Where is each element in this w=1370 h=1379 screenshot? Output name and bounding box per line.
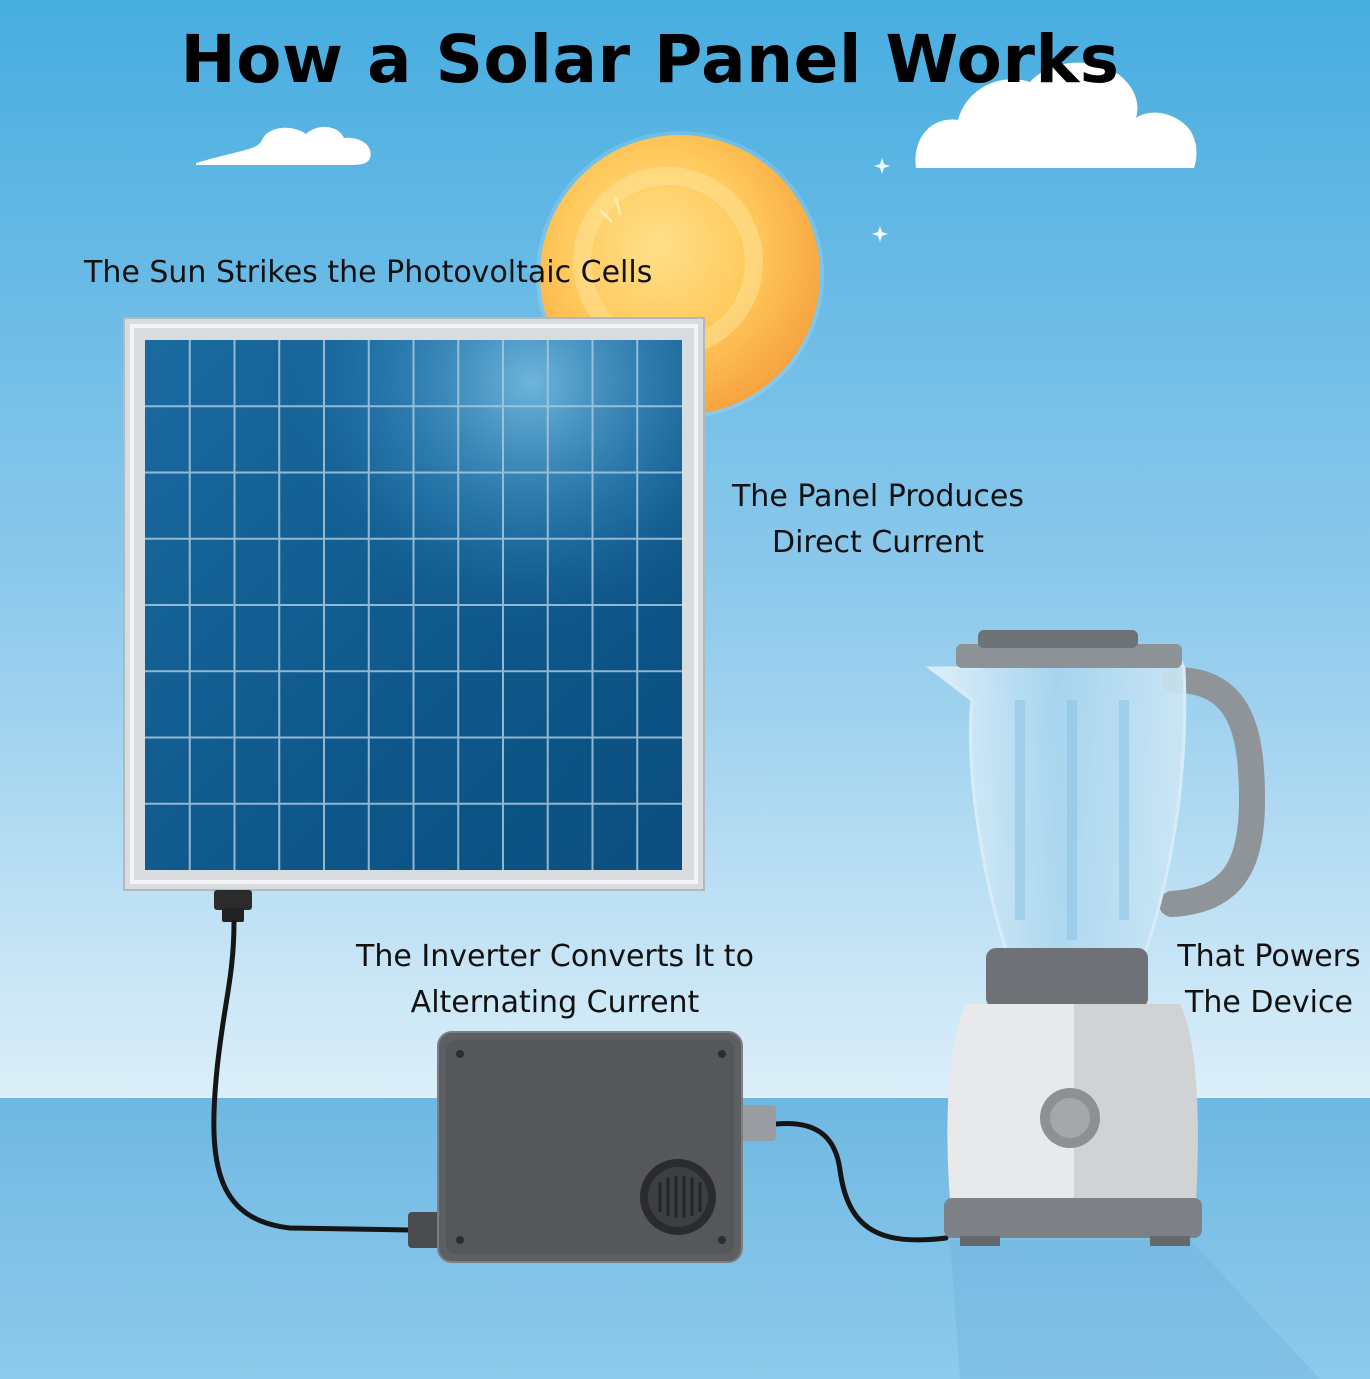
cloud-icon — [915, 62, 1197, 168]
blender-icon — [925, 630, 1320, 1379]
step-device-line-2: The Device — [1185, 985, 1353, 1020]
page-title: How a Solar Panel Works — [180, 21, 1120, 98]
step-inverter-label: The Inverter Converts It to Alternating … — [330, 934, 780, 1026]
step-device-line-1: That Powers — [1177, 939, 1361, 974]
panel-connector — [214, 890, 252, 922]
sparkle-icon — [872, 158, 890, 242]
power-cable-icon — [773, 1120, 949, 1243]
step-device-label: That Powers The Device — [1170, 934, 1368, 1026]
step-inverter-line-2: Alternating Current — [410, 985, 700, 1020]
step-sun-label: The Sun Strikes the Photovoltaic Cells — [84, 255, 653, 290]
step-panel-line-1: The Panel Produces — [731, 479, 1025, 514]
inverter-icon — [408, 1031, 776, 1263]
cell-grid — [145, 340, 682, 870]
cloud-icon — [196, 126, 371, 165]
step-inverter-line-1: The Inverter Converts It to — [356, 939, 754, 974]
step-panel-label: The Panel Produces Direct Current — [700, 474, 1056, 566]
power-cable-icon — [211, 919, 413, 1233]
solar-panel-icon — [123, 317, 705, 891]
step-panel-line-2: Direct Current — [771, 525, 985, 560]
